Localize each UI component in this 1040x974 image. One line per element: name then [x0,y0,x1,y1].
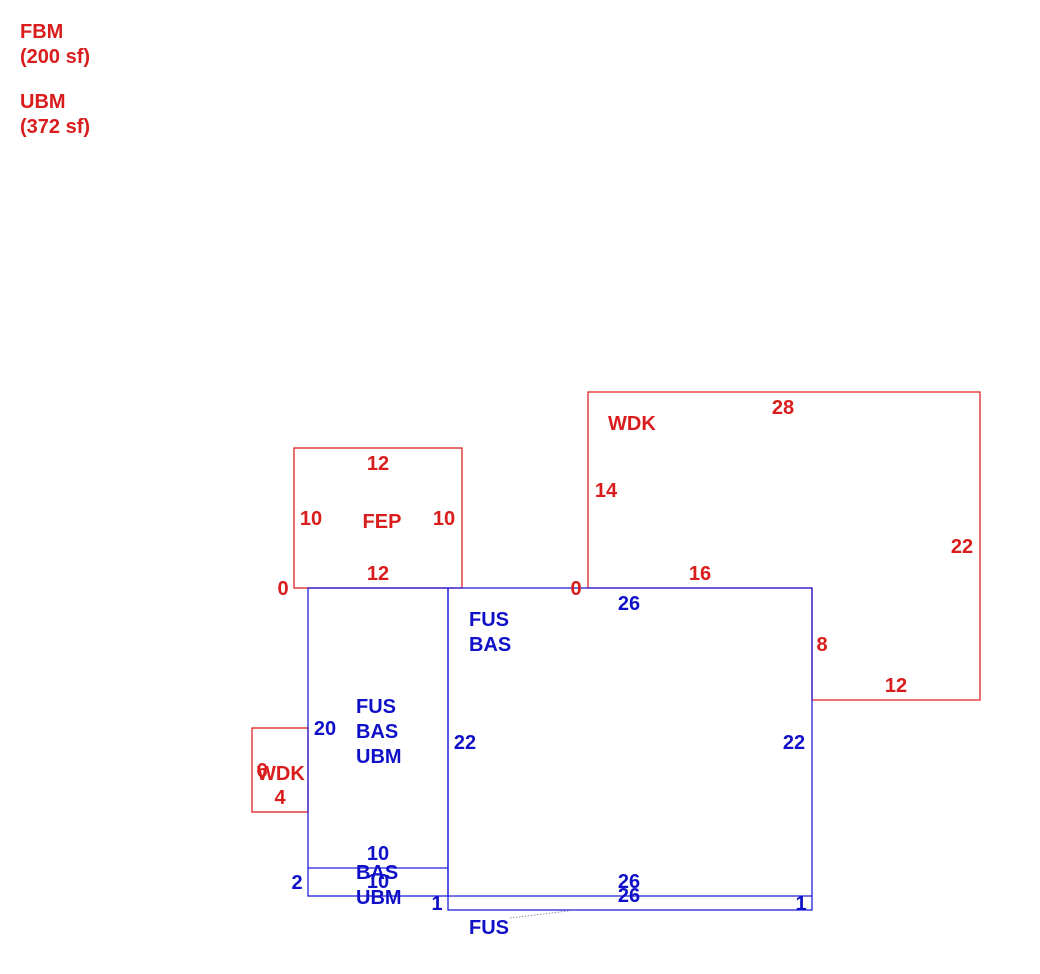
fus-bottom-label: FUS [469,917,509,939]
bottom-strip-left-bottom-dimension: 10 [367,871,389,893]
wdk-step-dimension: 8 [816,634,827,656]
left-block-right-dimension: 22 [454,732,476,754]
zero-right-dimension: 0 [570,578,581,600]
wdk-right-dimension: 22 [951,536,973,558]
bottom-strip-left-area: 10 2 BAS 10 UBM [291,843,401,909]
main-block-area: FUS BAS 26 22 [469,593,805,754]
legend-area-fbm: (200 sf) [20,46,90,68]
area-legend: FBM (200 sf) UBM (372 sf) [20,21,90,138]
bottom-strip-main-left-dimension: 1 [431,893,442,915]
bottom-strip-main-area: 26 26 1 1 [431,871,806,915]
wdk-left-dimension: 14 [595,480,618,502]
bottom-strip-main-bottom-dimension: 26 [618,885,640,907]
main-block-label-bas: BAS [469,634,511,656]
wdk-small-area: 6 WDK 4 [256,760,305,809]
bottom-strip-main-right-dimension: 1 [795,893,806,915]
left-block-label-ubm: UBM [356,746,402,768]
wdk-bottom-left-dimension: 16 [689,563,711,585]
fep-area: 12 10 FEP 10 12 [300,453,455,585]
bottom-strip-left-side-dimension: 2 [291,872,302,894]
legend-code-fbm: FBM [20,21,63,43]
wdk-top-outline [587,391,981,701]
left-block-label-fus: FUS [356,696,396,718]
main-block-top-dimension: 26 [618,593,640,615]
main-block-label-fus: FUS [469,609,509,631]
main-block-right-dimension: 22 [783,732,805,754]
wdk-top-label: WDK [608,413,656,435]
bottom-strip-left-label-ubm: UBM [356,887,402,909]
zero-left-dimension: 0 [277,578,288,600]
main-block-outline [447,587,813,911]
wdk-small-bottom-dimension: 4 [274,787,286,809]
fep-left-dimension: 10 [300,508,322,530]
wdk-top-area: WDK 28 14 22 16 8 12 [595,397,973,697]
wdk-top-dimension: 28 [772,397,794,419]
fep-top-dimension: 12 [367,453,389,475]
left-block-area: 20 FUS BAS UBM 22 [314,696,476,768]
fep-right-dimension: 10 [433,508,455,530]
fep-bottom-dimension: 12 [367,563,389,585]
wdk-small-side-dimension: 6 [256,760,267,782]
bottom-strip-left-label-bas: BAS [356,862,398,884]
legend-code-ubm: UBM [20,91,66,113]
wdk-bottom-right-dimension: 12 [885,675,907,697]
bottom-strip-main-top-dimension: 26 [618,871,640,893]
legend-area-ubm: (372 sf) [20,116,90,138]
fep-label: FEP [363,511,402,533]
fus-leader-line [509,909,577,919]
left-block-left-dimension: 20 [314,718,336,740]
left-block-label-bas: BAS [356,721,398,743]
wdk-small-label: WDK [257,763,305,785]
bottom-strip-left-top-dimension: 10 [367,843,389,865]
